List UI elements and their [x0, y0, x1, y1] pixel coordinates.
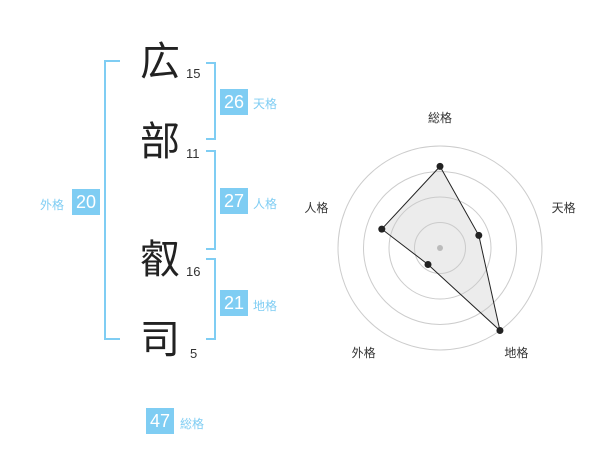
- tenkaku-bracket-line: [214, 62, 216, 140]
- radar-axis-label: 天格: [552, 200, 576, 215]
- stroke-count-2: 11: [186, 146, 200, 161]
- jinkaku-value: 27: [220, 188, 248, 214]
- radar-point: [436, 162, 444, 170]
- name-char-1: 広: [140, 39, 180, 85]
- radar-center: [437, 245, 443, 251]
- radar-point: [378, 225, 386, 233]
- stroke-count-1: 15: [186, 66, 201, 81]
- gaikaku-bracket-line: [104, 60, 106, 340]
- radar-axis-label: 地格: [504, 345, 528, 360]
- gaikaku-bracket-bottom: [104, 338, 120, 340]
- radar-axis-label: 総格: [428, 110, 452, 125]
- jinkaku-bracket-top: [206, 150, 216, 152]
- tenkaku-label: 天格: [253, 97, 278, 111]
- chikaku-bracket-top: [206, 258, 216, 260]
- name-char-4: 司: [140, 317, 180, 363]
- radar-ring: [388, 196, 492, 300]
- radar-axis-label: 人格: [304, 200, 328, 215]
- radar-axis-label: 外格: [352, 345, 376, 360]
- chikaku-value: 21: [220, 290, 248, 316]
- stroke-count-3: 16: [186, 264, 201, 279]
- stroke-count-4: 5: [190, 346, 198, 361]
- gaikaku-bracket-top: [104, 60, 120, 62]
- radar-ring: [414, 222, 466, 274]
- jinkaku-label: 人格: [253, 197, 278, 211]
- soukaku-label: 総格: [180, 417, 205, 431]
- gaikaku-label: 外格: [40, 198, 65, 212]
- name-char-3: 叡: [140, 237, 180, 283]
- radar-point: [496, 327, 504, 335]
- radar-point: [424, 261, 432, 269]
- gaikaku-value: 20: [72, 189, 100, 215]
- radar-ring: [337, 145, 543, 351]
- jinkaku-bracket-line: [214, 150, 216, 250]
- tenkaku-bracket-top: [206, 62, 216, 64]
- tenkaku-value: 26: [220, 89, 248, 115]
- chikaku-label: 地格: [253, 299, 278, 313]
- chikaku-bracket-line: [214, 258, 216, 340]
- radar-point: [475, 231, 483, 239]
- name-char-2: 部: [140, 119, 180, 165]
- tenkaku-bracket-bottom: [206, 138, 216, 140]
- soukaku-value: 47: [146, 408, 174, 434]
- chikaku-bracket-bottom: [206, 338, 216, 340]
- radar-ring: [363, 171, 517, 325]
- jinkaku-bracket-bottom: [206, 248, 216, 250]
